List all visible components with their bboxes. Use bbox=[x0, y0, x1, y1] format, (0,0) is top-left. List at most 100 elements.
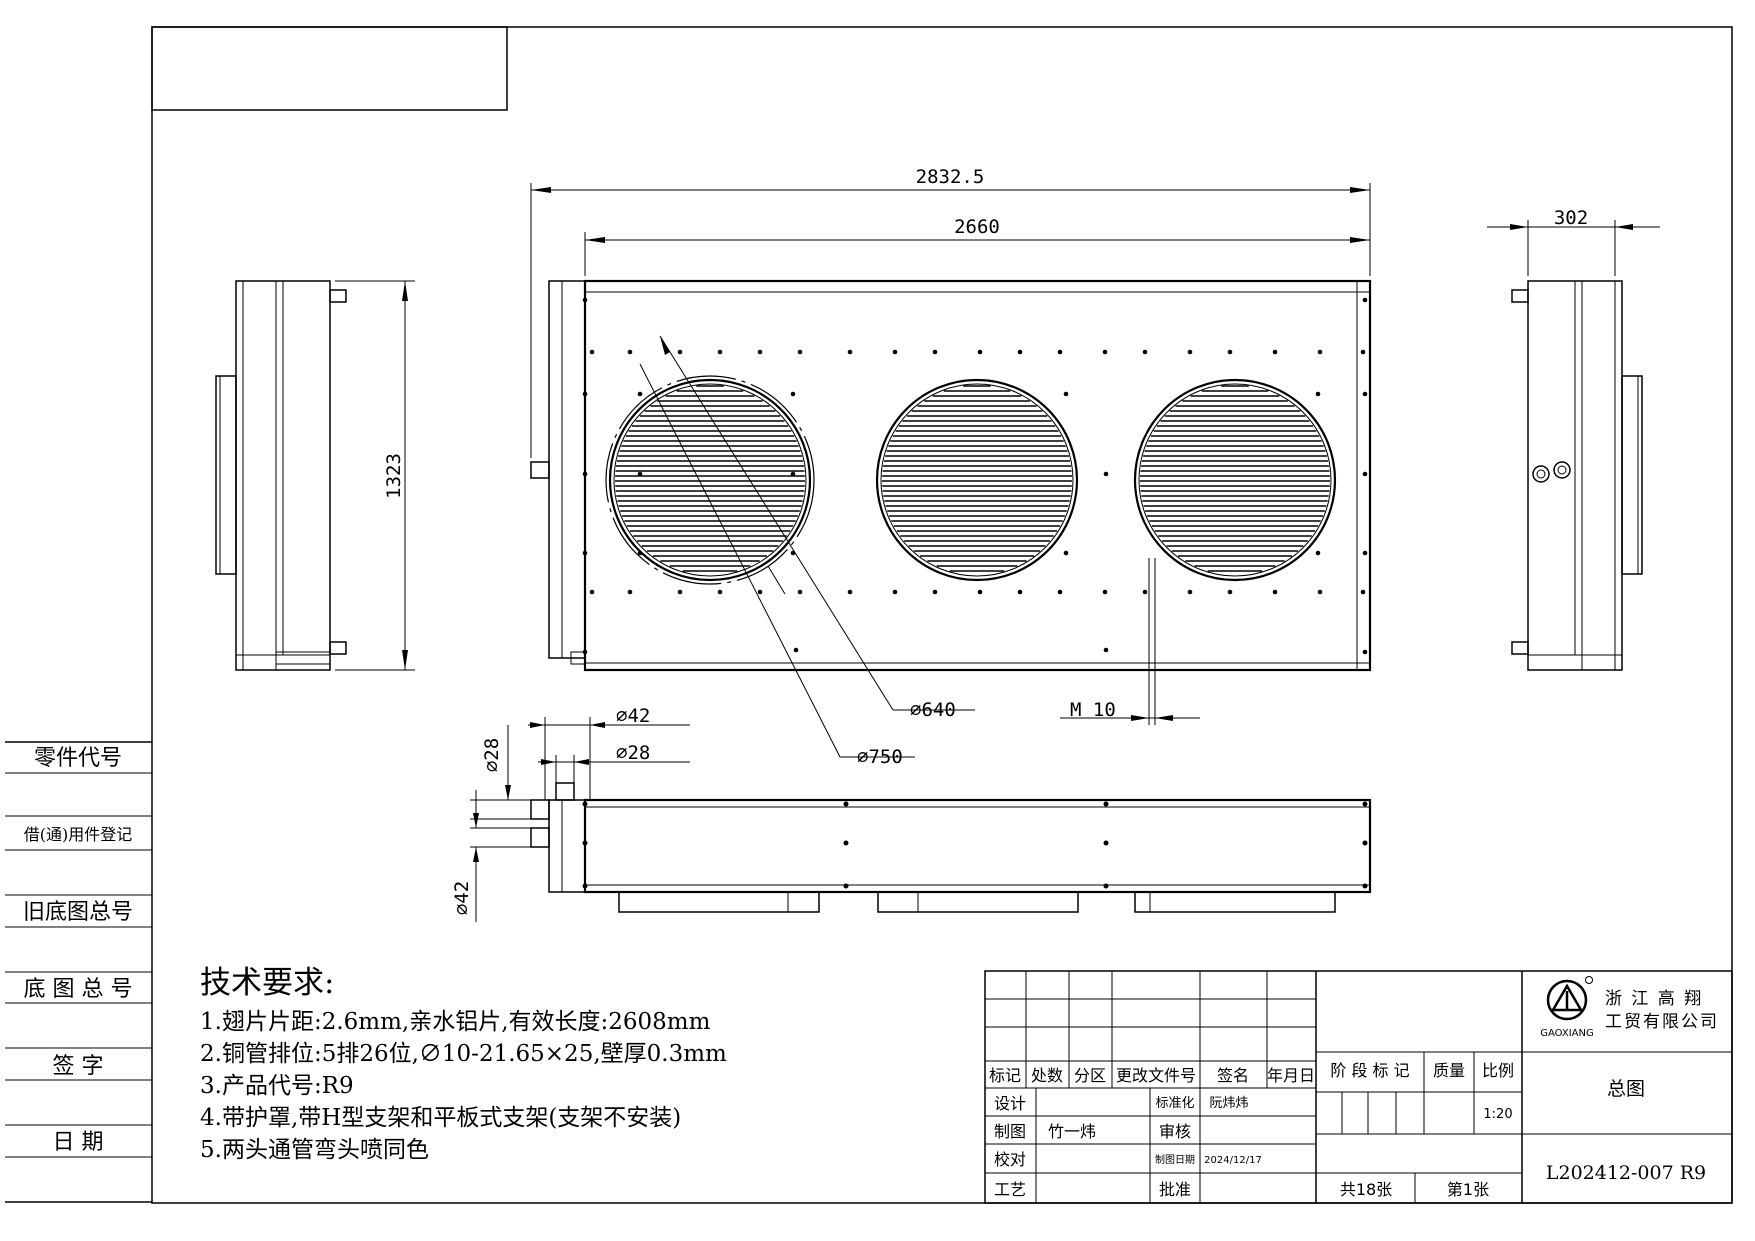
mount-hole bbox=[847, 589, 853, 595]
label-standardization: 标准化 bbox=[1155, 1096, 1194, 1111]
value-drafter: 竹一炜 bbox=[1048, 1122, 1096, 1141]
mount-hole bbox=[582, 297, 588, 303]
company-name-line2: 工贸有限公司 bbox=[1605, 1012, 1719, 1032]
top-hole bbox=[1103, 883, 1109, 889]
top-hole bbox=[1103, 840, 1109, 846]
header-zone: 分区 bbox=[1074, 1066, 1106, 1085]
mount-hole bbox=[637, 391, 643, 397]
mount-hole bbox=[589, 589, 595, 595]
mount-hole bbox=[1142, 349, 1148, 355]
pipe-dimensions: ∅42 ∅28 ∅28 ∅42 bbox=[451, 705, 690, 922]
mount-hole bbox=[790, 471, 796, 477]
top-hole bbox=[1103, 801, 1109, 807]
mount-hole bbox=[797, 349, 803, 355]
company-name-line1: 浙 江 高 翔 bbox=[1605, 989, 1703, 1009]
label-review: 审核 bbox=[1159, 1122, 1191, 1141]
pipe-stub-upper bbox=[530, 799, 550, 820]
mount-hole bbox=[1057, 349, 1063, 355]
label-stage-mark: 阶 段 标 记 bbox=[1330, 1061, 1409, 1080]
mount-hole bbox=[582, 391, 588, 397]
mount-hole bbox=[582, 550, 588, 556]
mount-hole bbox=[1362, 391, 1368, 397]
mount-hole bbox=[1063, 550, 1069, 556]
side-base-no: 底 图 总 号 bbox=[24, 977, 133, 1002]
value-total-sheets: 共18张 bbox=[1340, 1180, 1392, 1199]
top-hole bbox=[582, 883, 588, 889]
mount-hole bbox=[1103, 647, 1109, 653]
mount-hole bbox=[757, 589, 763, 595]
side-date: 日 期 bbox=[53, 1130, 104, 1155]
header-date: 年月日 bbox=[1267, 1066, 1315, 1085]
mount-hole bbox=[1102, 349, 1108, 355]
top-hole bbox=[582, 801, 588, 807]
dim-pipe-vertical-28: ∅28 bbox=[481, 738, 503, 772]
dim-body-length: 2660 bbox=[954, 216, 1000, 238]
label-weight: 质量 bbox=[1433, 1061, 1465, 1080]
mount-hole bbox=[677, 349, 683, 355]
dim-pipe-vertical-42: ∅42 bbox=[451, 881, 473, 915]
front-inlet-pipe bbox=[530, 461, 550, 479]
fan-grille-right bbox=[1133, 378, 1337, 582]
mount-hole bbox=[582, 471, 588, 477]
mounting-holes bbox=[582, 297, 1368, 655]
front-dimensions: 2832.5 2660 ∅640 ∅750 M 10 bbox=[530, 166, 1371, 768]
top-hole bbox=[1362, 801, 1368, 807]
pipe-stub-lower bbox=[530, 827, 550, 848]
mount-hole bbox=[892, 589, 898, 595]
header-signature: 签名 bbox=[1217, 1066, 1249, 1085]
mount-hole bbox=[1063, 391, 1069, 397]
fan-outline bbox=[875, 378, 1079, 582]
drawing-number: L202412-007 R9 bbox=[1546, 1162, 1706, 1184]
mount-hole bbox=[1103, 471, 1109, 477]
mount-hole bbox=[1187, 349, 1193, 355]
mount-hole bbox=[1227, 589, 1233, 595]
label-design: 设计 bbox=[994, 1094, 1026, 1113]
note-item-1: 1.翅片片距:2.6mm,亲水铝片,有效长度:2608mm bbox=[200, 1009, 711, 1035]
fan-outline bbox=[608, 378, 812, 582]
dim-depth: 302 bbox=[1554, 207, 1588, 229]
mount-hole bbox=[847, 349, 853, 355]
mount-hole bbox=[1362, 471, 1368, 477]
mount-hole bbox=[627, 589, 633, 595]
top-hole bbox=[1362, 840, 1368, 846]
note-item-3: 3.产品代号:R9 bbox=[200, 1073, 354, 1099]
leader-guard-diameter bbox=[639, 363, 841, 758]
mount-hole bbox=[1362, 649, 1368, 655]
front-view bbox=[530, 279, 1372, 672]
mount-hole bbox=[757, 349, 763, 355]
mount-hole bbox=[1017, 349, 1023, 355]
dim-overall-length: 2832.5 bbox=[916, 166, 985, 188]
mount-hole bbox=[1362, 550, 1368, 556]
label-approve: 批准 bbox=[1159, 1180, 1191, 1199]
mount-hole bbox=[637, 550, 643, 556]
mount-hole bbox=[797, 589, 803, 595]
technical-notes: 技术要求: 1.翅片片距:2.6mm,亲水铝片,有效长度:2608mm 2.铜管… bbox=[200, 965, 727, 1163]
side-registration-table: 零件代号 借(通)用件登记 旧底图总号 底 图 总 号 签 字 日 期 bbox=[5, 741, 152, 1203]
mount-hole bbox=[627, 349, 633, 355]
mount-hole bbox=[932, 349, 938, 355]
mount-hole bbox=[582, 649, 588, 655]
mount-hole bbox=[1102, 589, 1108, 595]
mount-hole bbox=[1360, 349, 1366, 355]
drawing-title: 总图 bbox=[1607, 1078, 1645, 1100]
mount-hole bbox=[1187, 589, 1193, 595]
value-scale: 1:20 bbox=[1483, 1107, 1512, 1122]
mount-hole bbox=[892, 349, 898, 355]
top-hole bbox=[1362, 883, 1368, 889]
mount-hole bbox=[1360, 589, 1366, 595]
label-process: 工艺 bbox=[994, 1180, 1026, 1199]
header-count: 处数 bbox=[1031, 1066, 1063, 1085]
mount-hole bbox=[1317, 349, 1323, 355]
mount-hole bbox=[1362, 297, 1368, 303]
top-hole bbox=[843, 840, 849, 846]
label-scale: 比例 bbox=[1482, 1061, 1514, 1080]
mount-hole bbox=[932, 589, 938, 595]
label-drafting: 制图 bbox=[994, 1122, 1026, 1141]
mount-hole bbox=[1017, 589, 1023, 595]
mount-hole bbox=[1315, 391, 1321, 397]
mount-hole bbox=[793, 647, 799, 653]
mount-hole bbox=[1315, 550, 1321, 556]
dim-fan-diameter: ∅640 bbox=[910, 699, 956, 721]
mount-hole bbox=[1317, 589, 1323, 595]
fan-grille-left bbox=[608, 378, 812, 582]
